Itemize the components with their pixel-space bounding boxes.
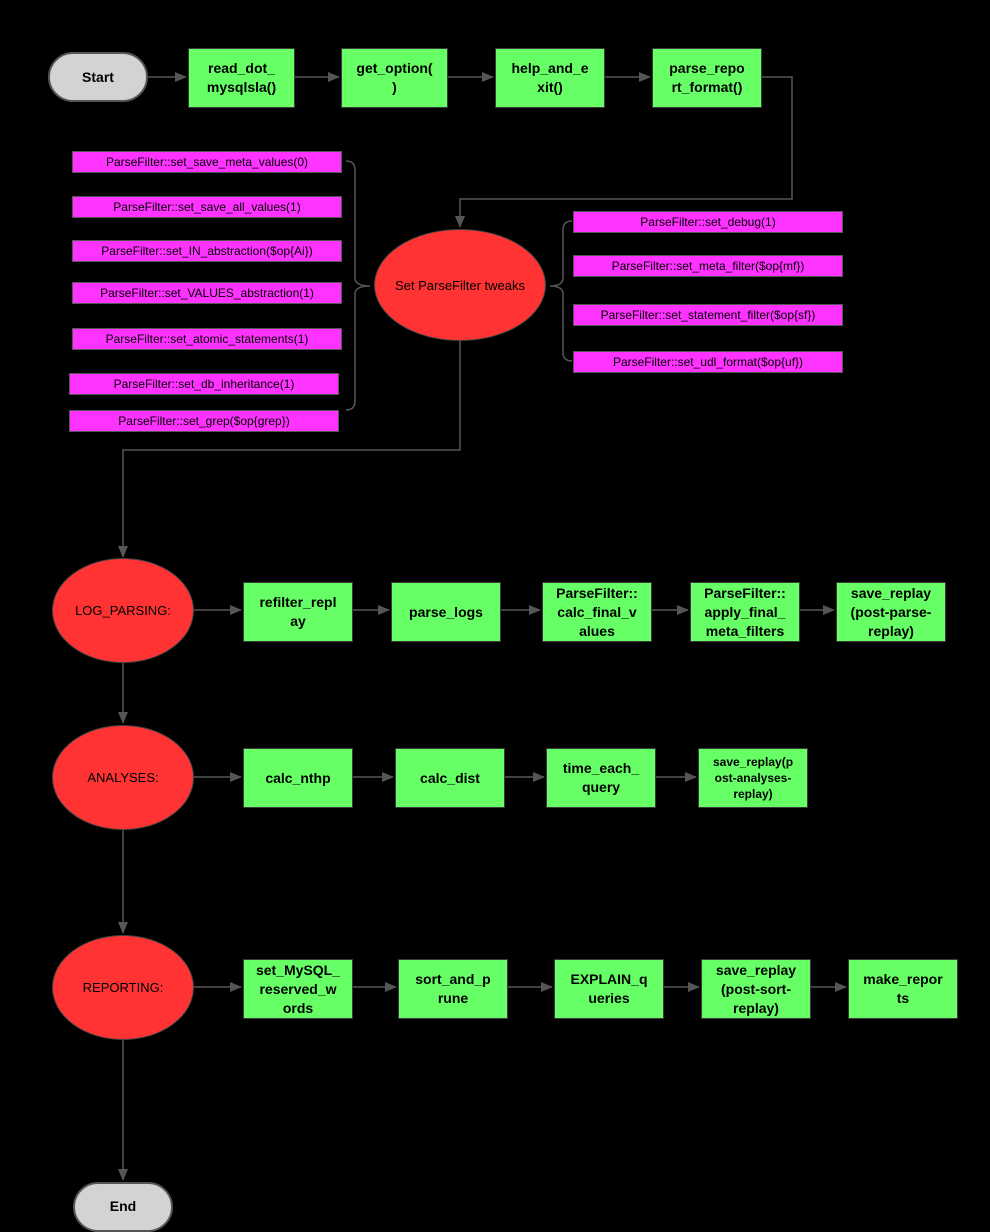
edges-layer	[118, 72, 847, 1181]
tweak-item-right: ParseFilter::set_udl_format($op{uf})	[573, 351, 843, 373]
tweak-item-right: ParseFilter::set_debug(1)	[573, 211, 843, 233]
phase-ellipse: REPORTING:	[52, 935, 194, 1040]
tweak-item-left: ParseFilter::set_save_meta_values(0)	[72, 151, 342, 173]
start-terminal: Start	[48, 52, 148, 102]
flowchart: Start read_dot_mysqlsla() get_option() help…	[48, 48, 958, 1232]
tweak-item-left: ParseFilter::set_IN_abstraction($op{Ai})	[72, 240, 342, 262]
tweak-item-left: ParseFilter::set_save_all_values(1)	[72, 196, 342, 218]
tweak-item-left: ParseFilter::set_VALUES_abstraction(1)	[72, 282, 342, 304]
tweak-item-right: ParseFilter::set_statement_filter($op{sf…	[573, 304, 843, 326]
process-step: read_dot_mysqlsla()	[188, 48, 295, 108]
tweaks-ellipse: Set ParseFilter tweaks	[374, 229, 546, 341]
arrow-tweaks-to-parsing	[118, 341, 461, 558]
tweak-item-left: ParseFilter::set_atomic_statements(1)	[72, 328, 342, 350]
end-terminal: End	[73, 1182, 173, 1232]
process-step: save_replay(post-parse-replay)	[836, 582, 946, 642]
process-step: save_replay(post-sort-replay)	[701, 959, 811, 1019]
phase-ellipse: ANALYSES:	[52, 725, 194, 830]
process-step: get_option()	[341, 48, 448, 108]
tweak-item-left: ParseFilter::set_db_inheritance(1)	[69, 373, 339, 395]
phase-ellipse: LOG_PARSING:	[52, 558, 194, 663]
left-brace	[345, 160, 371, 411]
tweak-item-left: ParseFilter::set_grep($op{grep})	[69, 410, 339, 432]
process-step: parse_logs	[391, 582, 501, 642]
arrow-to-tweaks	[455, 76, 793, 228]
process-step: calc_nthp	[243, 748, 353, 808]
process-step: ParseFilter::apply_final_meta_filters	[690, 582, 800, 642]
right-brace	[549, 220, 573, 362]
process-step: calc_dist	[395, 748, 505, 808]
process-step: time_each_query	[546, 748, 656, 808]
tweak-item-right: ParseFilter::set_meta_filter($op{mf})	[573, 255, 843, 277]
